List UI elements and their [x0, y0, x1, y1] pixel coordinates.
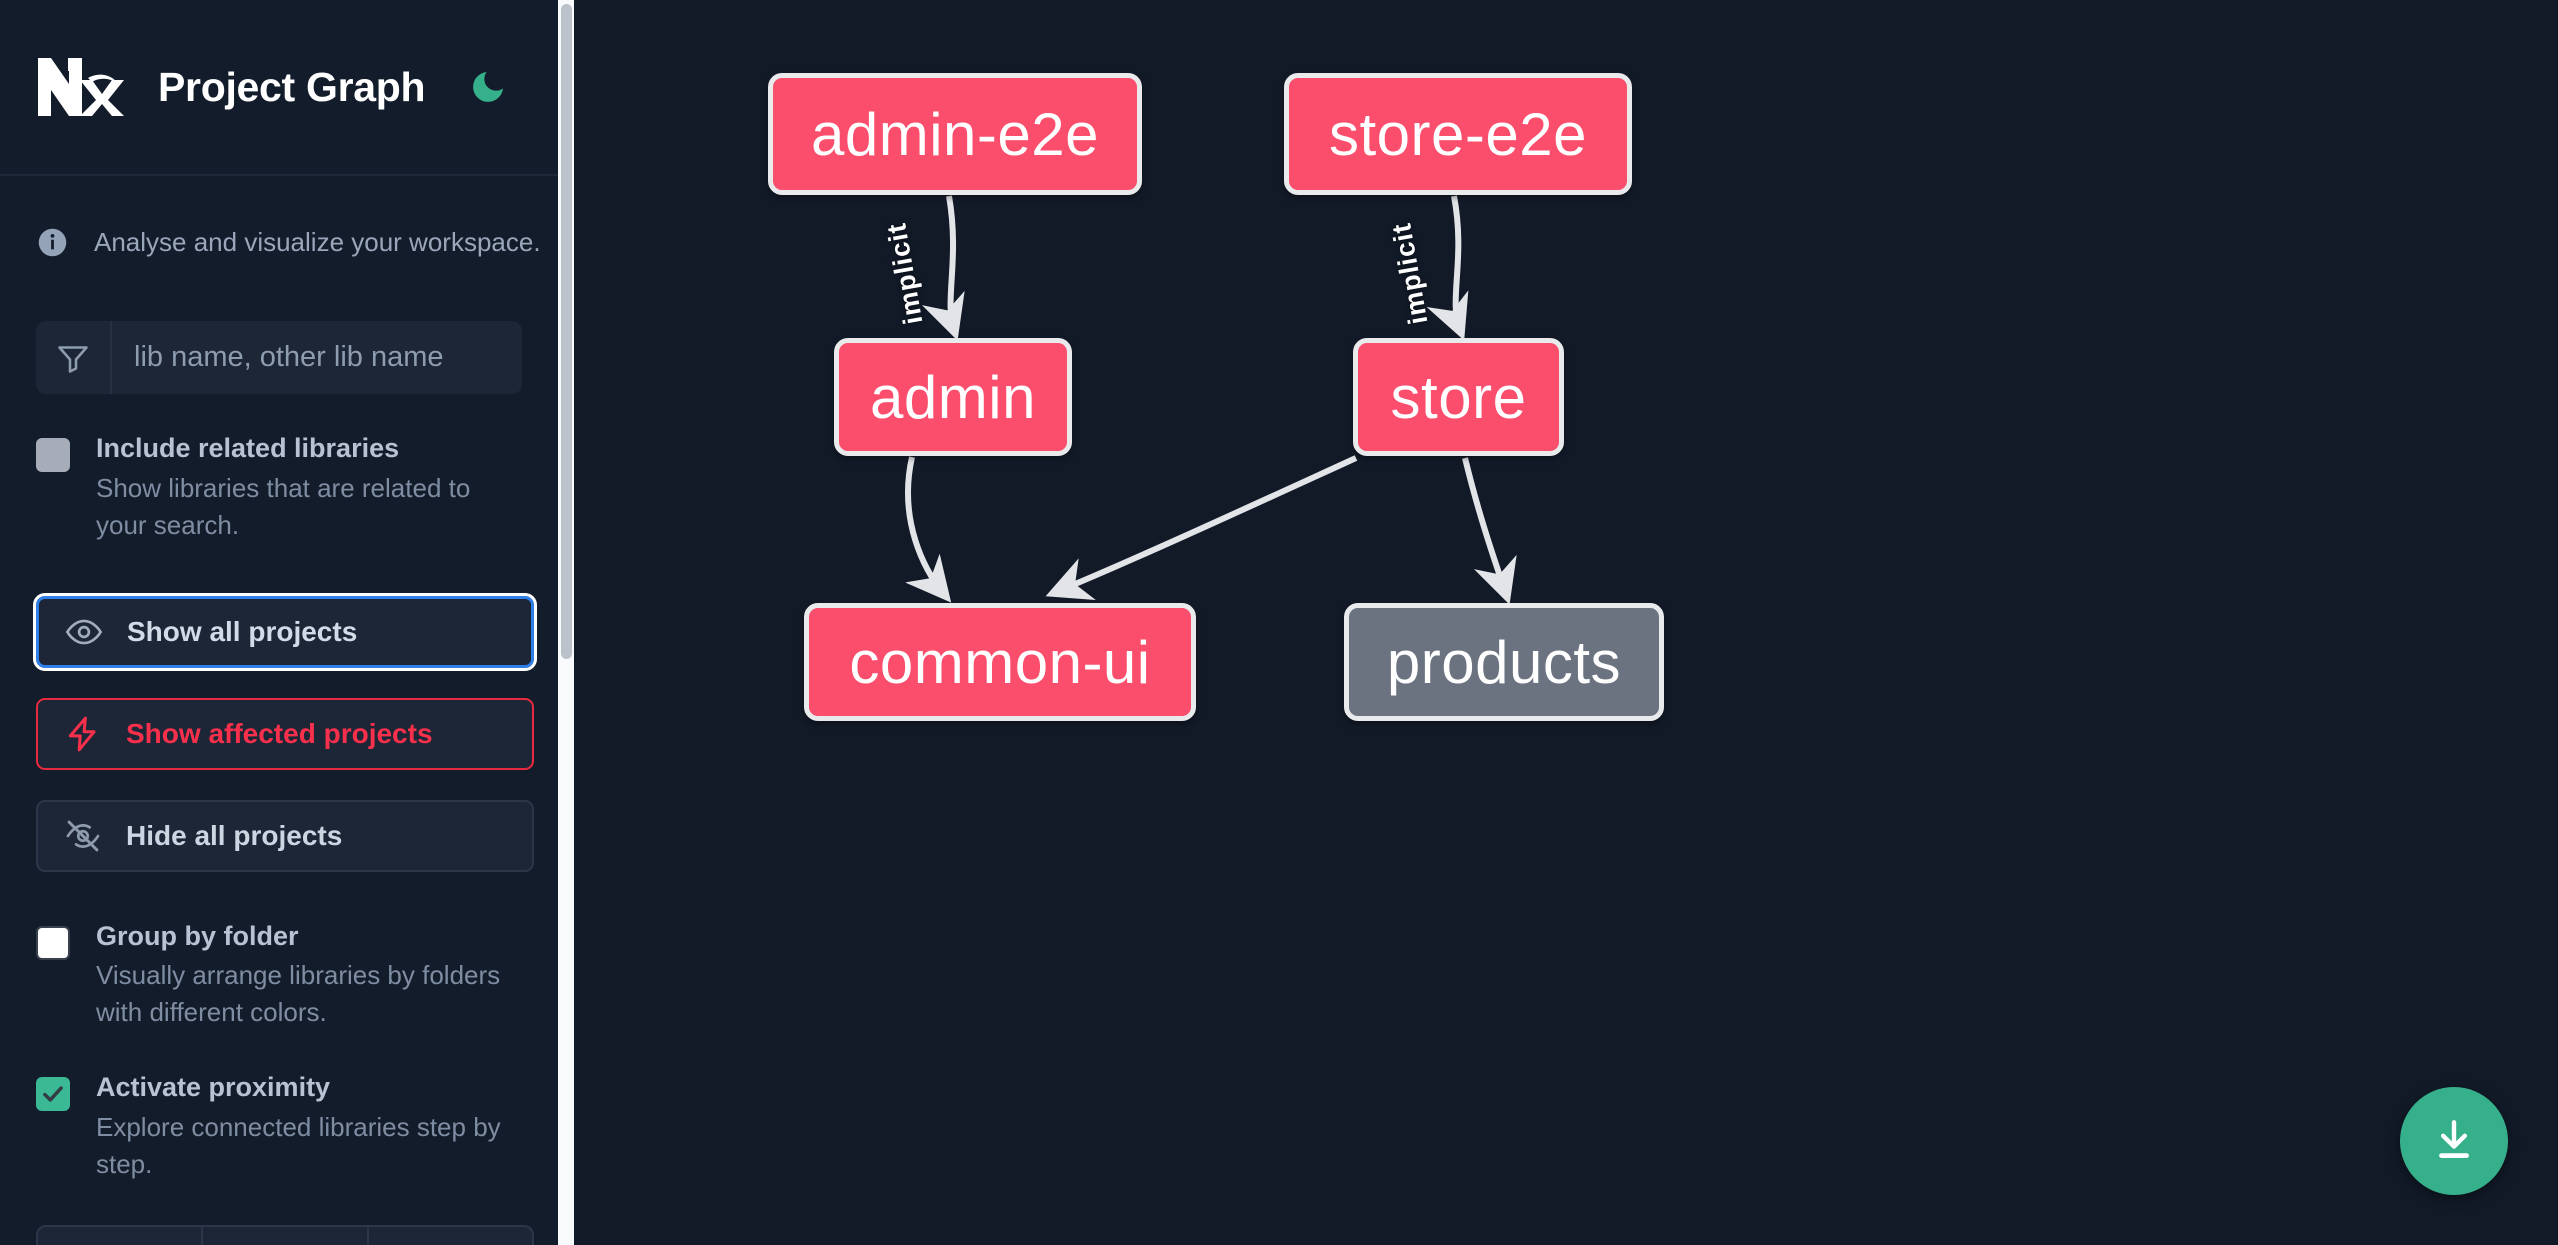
tagline-row: Analyse and visualize your workspace.	[0, 176, 558, 259]
eye-off-icon	[66, 820, 100, 851]
project-action-buttons: Show all projects Show affected projects…	[0, 592, 558, 872]
option-description: Show libraries that are related to your …	[96, 472, 471, 540]
edge-store-e2e-store	[1426, 195, 1469, 341]
sidebar: Project Graph Analyse and visualize your…	[0, 0, 574, 1245]
edge-store-common-ui	[1045, 455, 1358, 601]
search-filter[interactable]	[36, 321, 522, 394]
option-description: Explore connected libraries step by step…	[96, 1111, 501, 1179]
show-all-projects-label: Show all projects	[127, 615, 358, 647]
graph-node-admin[interactable]: admin	[834, 338, 1072, 456]
graph-node-label: store-e2e	[1329, 100, 1587, 168]
segment-2[interactable]	[203, 1227, 369, 1245]
sidebar-scrollbar[interactable]	[558, 0, 574, 1245]
check-icon	[43, 1086, 63, 1102]
info-icon	[38, 228, 67, 257]
download-icon	[2439, 1120, 2469, 1158]
option-include-related-libraries[interactable]: Include related libraries Show libraries…	[0, 432, 558, 544]
edge-store-products	[1462, 457, 1517, 605]
edge-admin-common-ui	[905, 456, 952, 603]
graph-canvas[interactable]: admin-e2e store-e2e admin store common-u…	[574, 0, 2558, 1245]
checkbox-group-by-folder[interactable]	[36, 925, 70, 960]
option-text: Include related libraries Show libraries…	[96, 432, 522, 544]
sidebar-content: Project Graph Analyse and visualize your…	[0, 0, 558, 1245]
moon-icon[interactable]	[465, 64, 511, 110]
checkbox-activate-proximity[interactable]	[36, 1077, 70, 1112]
funnel-icon	[36, 321, 112, 394]
search-input[interactable]	[112, 321, 522, 394]
show-affected-projects-label: Show affected projects	[126, 717, 433, 749]
eye-icon	[65, 619, 103, 644]
option-title: Activate proximity	[96, 1072, 331, 1103]
graph-edges	[905, 195, 1517, 605]
option-description: Visually arrange libraries by folders wi…	[96, 960, 501, 1028]
option-activate-proximity[interactable]: Activate proximity Explore connected lib…	[0, 1071, 558, 1183]
segment-3[interactable]	[369, 1227, 532, 1245]
graph-node-label: admin-e2e	[810, 100, 1099, 168]
hide-all-projects-button[interactable]: Hide all projects	[36, 799, 534, 872]
nx-logo-icon	[38, 58, 124, 116]
edge-admin-e2e-admin	[922, 195, 965, 341]
sidebar-scrollbar-thumb[interactable]	[561, 4, 572, 659]
lightning-bolt-icon	[68, 716, 96, 751]
checkbox-include-related-libraries[interactable]	[36, 438, 70, 472]
segment-1[interactable]	[38, 1227, 204, 1245]
segmented-control-partial[interactable]	[36, 1225, 534, 1245]
show-affected-projects-button[interactable]: Show affected projects	[36, 697, 534, 770]
graph-node-common-ui[interactable]: common-ui	[804, 603, 1196, 721]
graph-node-products[interactable]: products	[1344, 603, 1664, 721]
graph-node-store[interactable]: store	[1353, 338, 1564, 456]
option-text: Group by folder Visually arrange librari…	[96, 920, 522, 1032]
tagline-text: Analyse and visualize your workspace.	[94, 227, 541, 257]
option-title: Include related libraries	[96, 433, 400, 463]
option-text: Activate proximity Explore connected lib…	[96, 1071, 522, 1183]
funnel-glyph	[58, 345, 88, 373]
graph-node-admin-e2e[interactable]: admin-e2e	[768, 73, 1142, 195]
graph-node-label: products	[1386, 628, 1622, 696]
option-title: Group by folder	[96, 920, 299, 951]
graph-node-label: store	[1390, 363, 1527, 431]
show-all-projects-button[interactable]: Show all projects	[33, 592, 537, 671]
hide-all-projects-label: Hide all projects	[126, 819, 343, 851]
option-group-by-folder[interactable]: Group by folder Visually arrange librari…	[0, 920, 558, 1032]
graph-node-store-e2e[interactable]: store-e2e	[1284, 73, 1632, 195]
sidebar-header: Project Graph	[0, 0, 558, 176]
page-title: Project Graph	[158, 63, 426, 110]
graph-node-label: common-ui	[849, 628, 1151, 696]
graph-node-label: admin	[870, 363, 1036, 431]
download-graph-button[interactable]	[2400, 1087, 2508, 1195]
moon-glyph	[473, 72, 504, 102]
